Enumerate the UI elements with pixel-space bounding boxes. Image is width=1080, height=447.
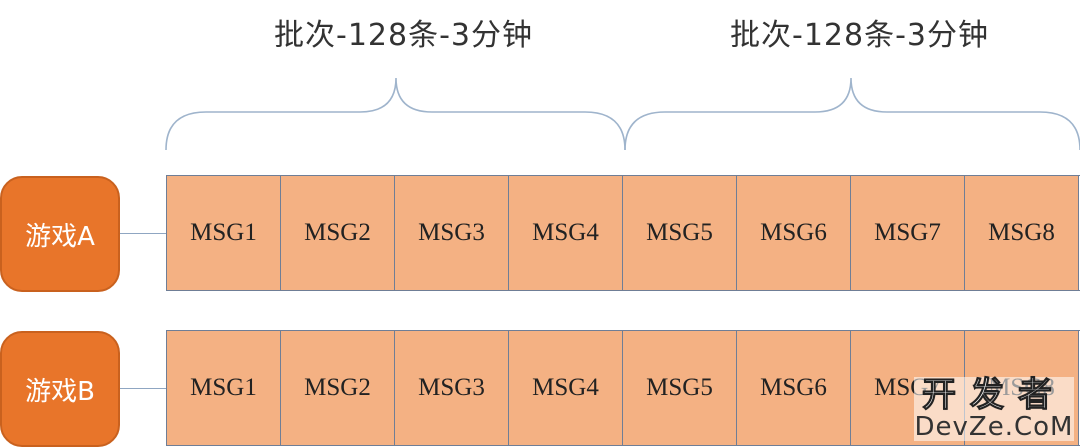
msg-cell: MSG1 bbox=[167, 331, 281, 445]
watermark: 开发者 DevZe.CoM bbox=[914, 377, 1074, 441]
batch-1-label: 批次-128条-3分钟 bbox=[274, 18, 533, 53]
msg-cell: MSG3 bbox=[395, 176, 509, 290]
msg-cell: MSG5 bbox=[623, 331, 737, 445]
game-b-message-row: MSG1 MSG2 MSG3 MSG4 MSG5 MSG6 MSG7 MSG8 bbox=[166, 330, 1080, 446]
game-a-label: 游戏A bbox=[25, 221, 95, 252]
batch-2-brace bbox=[624, 77, 1080, 151]
watermark-en: DevZe.CoM bbox=[914, 412, 1074, 442]
msg-cell: MSG4 bbox=[509, 176, 623, 290]
game-b-connector bbox=[120, 388, 166, 389]
msg-cell: MSG6 bbox=[737, 176, 851, 290]
msg-cell: MSG2 bbox=[281, 176, 395, 290]
game-a-connector bbox=[120, 233, 166, 234]
msg-cell: MSG6 bbox=[737, 331, 851, 445]
game-a-box: 游戏A bbox=[0, 176, 120, 292]
msg-cell: MSG1 bbox=[167, 176, 281, 290]
msg-cell: MSG3 bbox=[395, 331, 509, 445]
batch-2-label: 批次-128条-3分钟 bbox=[730, 18, 989, 53]
msg-cell: MSG8 bbox=[965, 176, 1079, 290]
msg-cell: MSG5 bbox=[623, 176, 737, 290]
game-a-message-row: MSG1 MSG2 MSG3 MSG4 MSG5 MSG6 MSG7 MSG8 bbox=[166, 175, 1080, 291]
game-b-box: 游戏B bbox=[0, 331, 120, 447]
watermark-cn: 开发者 bbox=[922, 375, 1066, 415]
msg-cell: MSG2 bbox=[281, 331, 395, 445]
msg-cell: MSG7 bbox=[851, 176, 965, 290]
batch-1-brace bbox=[165, 77, 626, 151]
game-b-label: 游戏B bbox=[25, 376, 95, 407]
msg-cell: MSG4 bbox=[509, 331, 623, 445]
batch-braces bbox=[165, 77, 1080, 151]
